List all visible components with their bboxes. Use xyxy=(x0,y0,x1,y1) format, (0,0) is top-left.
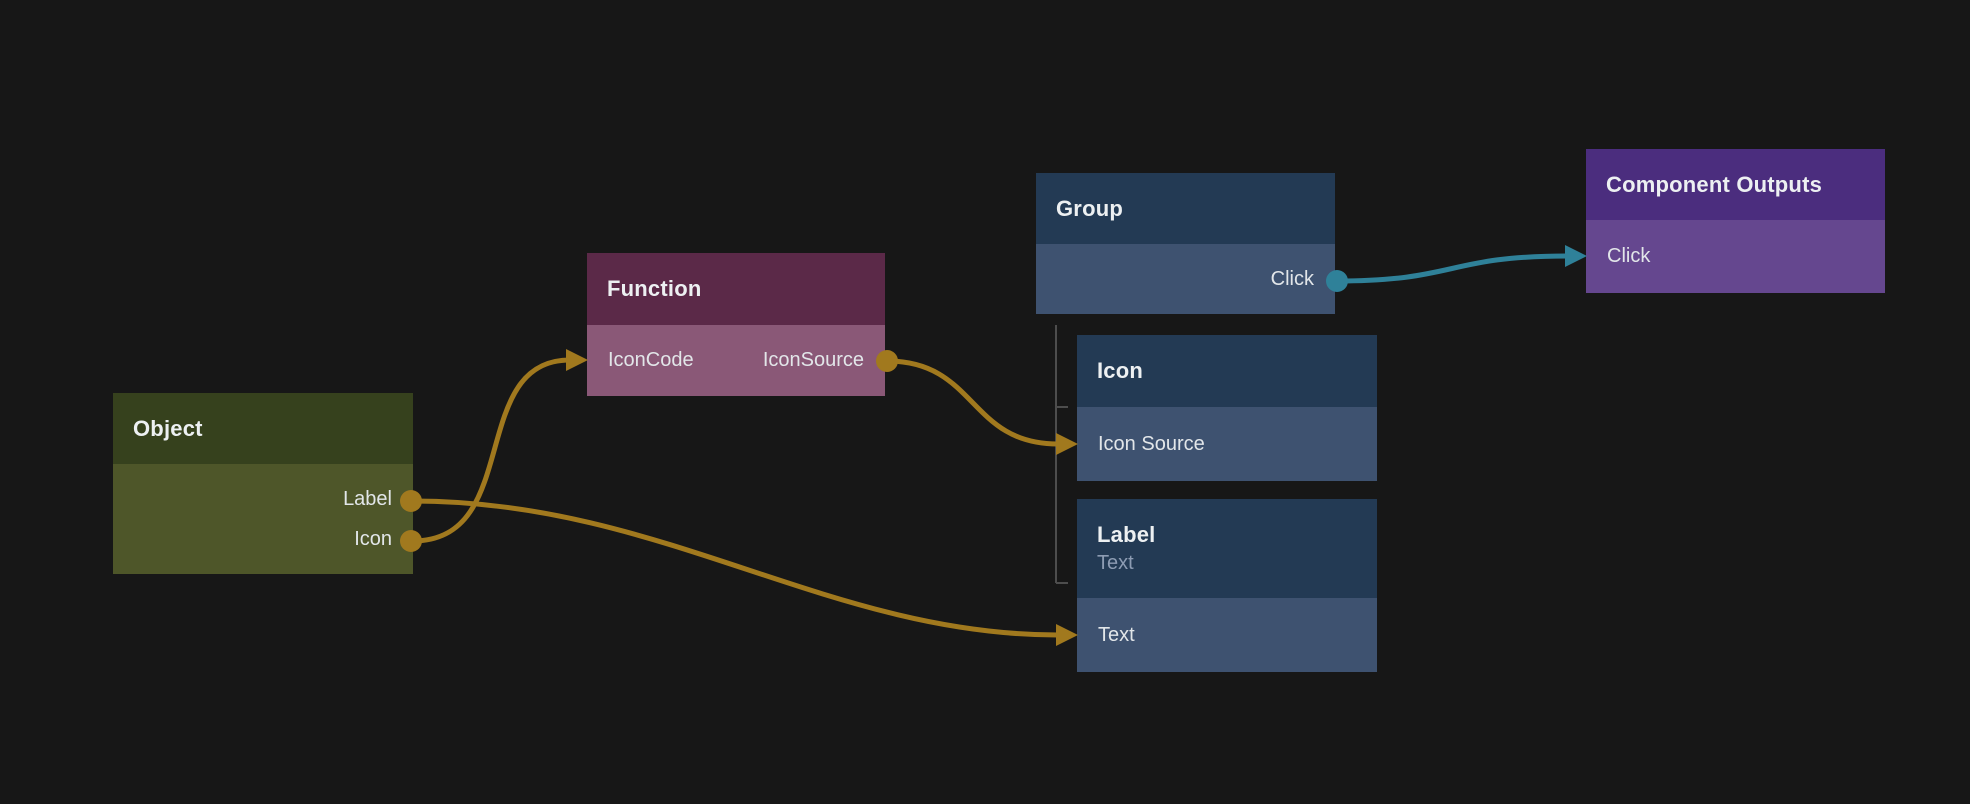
node-label[interactable]: Label Text Text xyxy=(1077,499,1377,672)
port-icon-iconsource-input[interactable]: Icon Source xyxy=(1077,424,1377,464)
port-icon-iconsource-input-label: Icon Source xyxy=(1098,432,1205,455)
port-object-icon-output-label: Icon xyxy=(354,527,392,550)
port-row-function: IconCode IconSource xyxy=(587,341,885,381)
wire-function-iconsource-to-icon-iconsource[interactable] xyxy=(884,358,1061,447)
node-label-subtitle: Text xyxy=(1097,552,1134,574)
wire-object-label-to-label-text[interactable] xyxy=(410,498,1061,638)
port-object-label-output[interactable]: Label xyxy=(113,479,413,519)
node-icon-header[interactable]: Icon xyxy=(1077,335,1377,407)
node-label-body: Text xyxy=(1077,598,1377,672)
port-object-icon-output[interactable]: Icon xyxy=(113,519,413,559)
node-icon-body: Icon Source xyxy=(1077,407,1377,481)
port-group-click-output-label: Click xyxy=(1270,267,1314,290)
port-group-click-output[interactable]: Click xyxy=(1036,259,1335,299)
wire-group-click-to-component-outputs-click[interactable] xyxy=(1334,253,1570,284)
node-component-outputs-body: Click xyxy=(1586,220,1885,293)
node-function-header[interactable]: Function xyxy=(587,253,885,325)
node-label-header[interactable]: Label Text xyxy=(1077,499,1377,598)
node-function[interactable]: Function IconCode IconSource xyxy=(587,253,885,396)
port-object-label-output-label: Label xyxy=(343,487,392,510)
node-label-title: Label xyxy=(1097,522,1156,547)
node-component-outputs-header[interactable]: Component Outputs xyxy=(1586,149,1885,220)
port-label-text-input-label: Text xyxy=(1098,623,1135,646)
node-object-header[interactable]: Object xyxy=(113,393,413,464)
port-label-text-input[interactable]: Text xyxy=(1077,615,1377,655)
node-object-body: Label Icon xyxy=(113,464,413,574)
node-function-body: IconCode IconSource xyxy=(587,325,885,396)
node-object-title: Object xyxy=(133,415,203,441)
group-children-connector xyxy=(1055,325,1068,584)
wire-object-icon-to-function-iconcode[interactable] xyxy=(410,357,573,544)
node-function-title: Function xyxy=(607,276,702,301)
node-component-outputs-title: Component Outputs xyxy=(1606,171,1823,197)
node-group-header[interactable]: Group xyxy=(1036,173,1335,244)
port-component-outputs-click-input-label: Click xyxy=(1607,245,1651,267)
node-group-title: Group xyxy=(1056,195,1123,221)
node-group[interactable]: Group Click xyxy=(1036,173,1335,314)
port-function-iconcode-input[interactable]: IconCode xyxy=(608,349,694,371)
node-component-outputs[interactable]: Component Outputs Click xyxy=(1586,149,1885,293)
node-object[interactable]: Object Label Icon xyxy=(113,393,413,574)
node-icon-title: Icon xyxy=(1097,358,1144,383)
port-function-iconsource-output[interactable]: IconSource xyxy=(762,349,864,371)
node-group-body: Click xyxy=(1036,244,1335,314)
port-component-outputs-click-input[interactable]: Click xyxy=(1586,237,1885,277)
node-icon[interactable]: Icon Icon Source xyxy=(1077,335,1377,481)
